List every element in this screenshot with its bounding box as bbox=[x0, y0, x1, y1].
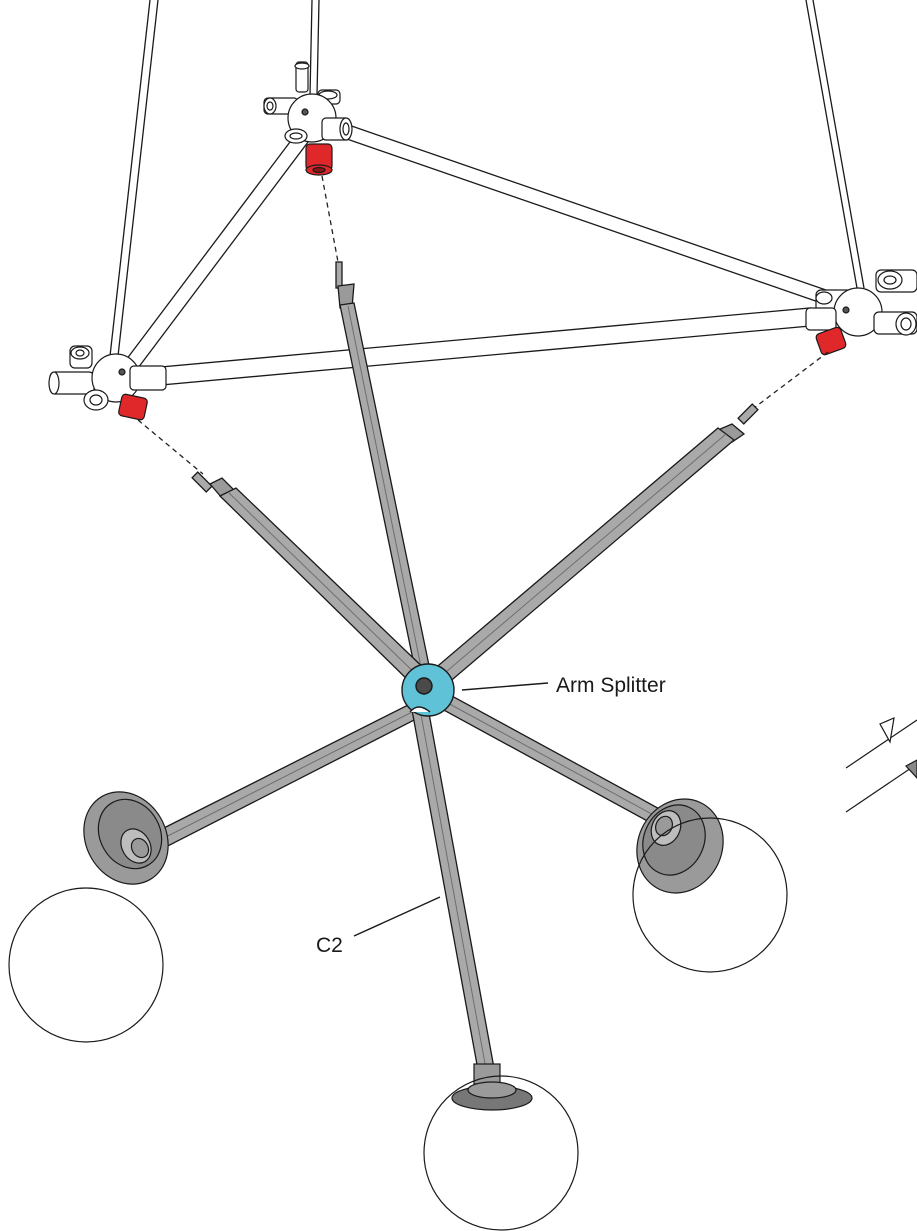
red-end-cap-left bbox=[118, 393, 148, 421]
arm-splitter bbox=[401, 663, 455, 717]
suspension-cables bbox=[109, 0, 865, 357]
connector-hub-left bbox=[48, 345, 167, 411]
connector-hub-top bbox=[263, 61, 353, 144]
callout-c2: C2 bbox=[316, 896, 441, 957]
arm-lower-right bbox=[438, 695, 678, 831]
arm-bottom-c2 bbox=[411, 707, 495, 1071]
connector-hub-right bbox=[805, 269, 917, 337]
partial-detail-view bbox=[845, 717, 917, 813]
glass-globes bbox=[8, 817, 788, 1231]
red-end-cap-top bbox=[305, 143, 333, 176]
insertion-guides bbox=[137, 175, 829, 475]
arm-upper-right bbox=[425, 403, 759, 691]
fitting-left bbox=[83, 791, 169, 885]
glass-globe-icon bbox=[632, 817, 788, 973]
arm-lower-left bbox=[146, 703, 424, 851]
fitting-bottom bbox=[451, 1063, 533, 1111]
c2-label: C2 bbox=[316, 934, 343, 957]
glass-globe-icon bbox=[423, 1075, 579, 1231]
red-end-cap-right bbox=[815, 326, 847, 356]
glass-globe-icon bbox=[8, 887, 164, 1043]
arm-splitter-label: Arm Splitter bbox=[556, 674, 666, 697]
arms bbox=[146, 261, 759, 1071]
frame-tubes bbox=[122, 120, 831, 387]
callout-arm-splitter: Arm Splitter bbox=[461, 674, 666, 697]
globe-fittings bbox=[83, 791, 724, 1111]
